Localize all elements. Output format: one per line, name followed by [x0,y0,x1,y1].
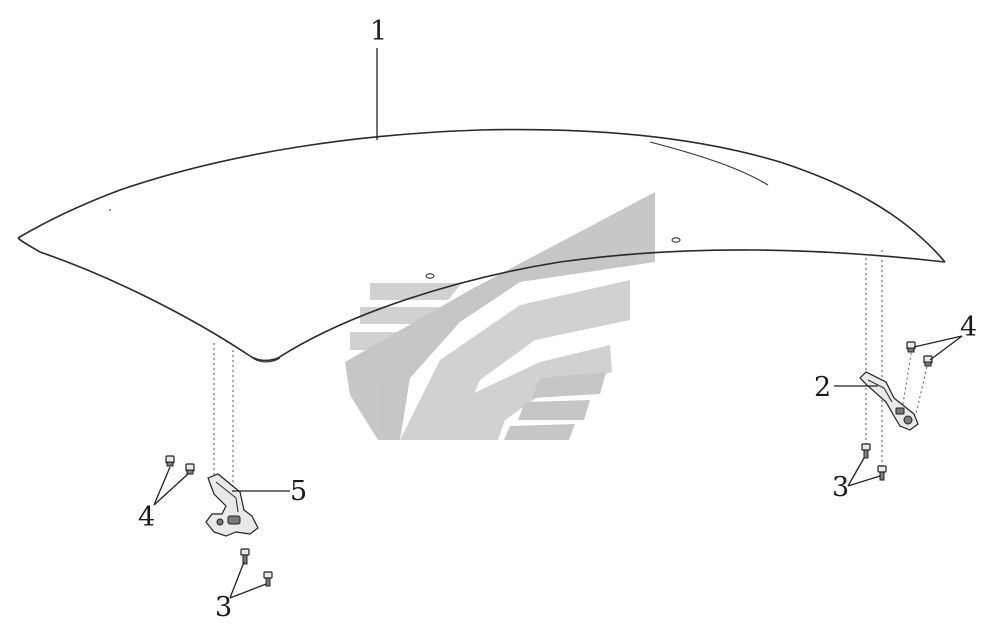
callout-right-nuts: 4 [960,312,977,343]
callout-right-bolts: 3 [832,472,849,503]
alignment-lines [213,250,929,490]
left-hinge [205,473,259,537]
callout-right-hinge: 2 [814,372,831,403]
right-nuts [906,341,933,367]
callout-left-nuts: 4 [138,502,155,533]
watermark-logo [345,192,655,440]
callout-left-bolts: 3 [215,592,232,623]
callout-hood: 1 [370,16,387,47]
leader-lines [153,48,963,599]
left-bolts [240,548,273,587]
right-bolts [861,443,887,481]
left-nuts [165,455,195,475]
hood-panel [17,128,946,363]
callout-left-hinge: 5 [290,476,307,507]
right-hinge [859,371,919,431]
